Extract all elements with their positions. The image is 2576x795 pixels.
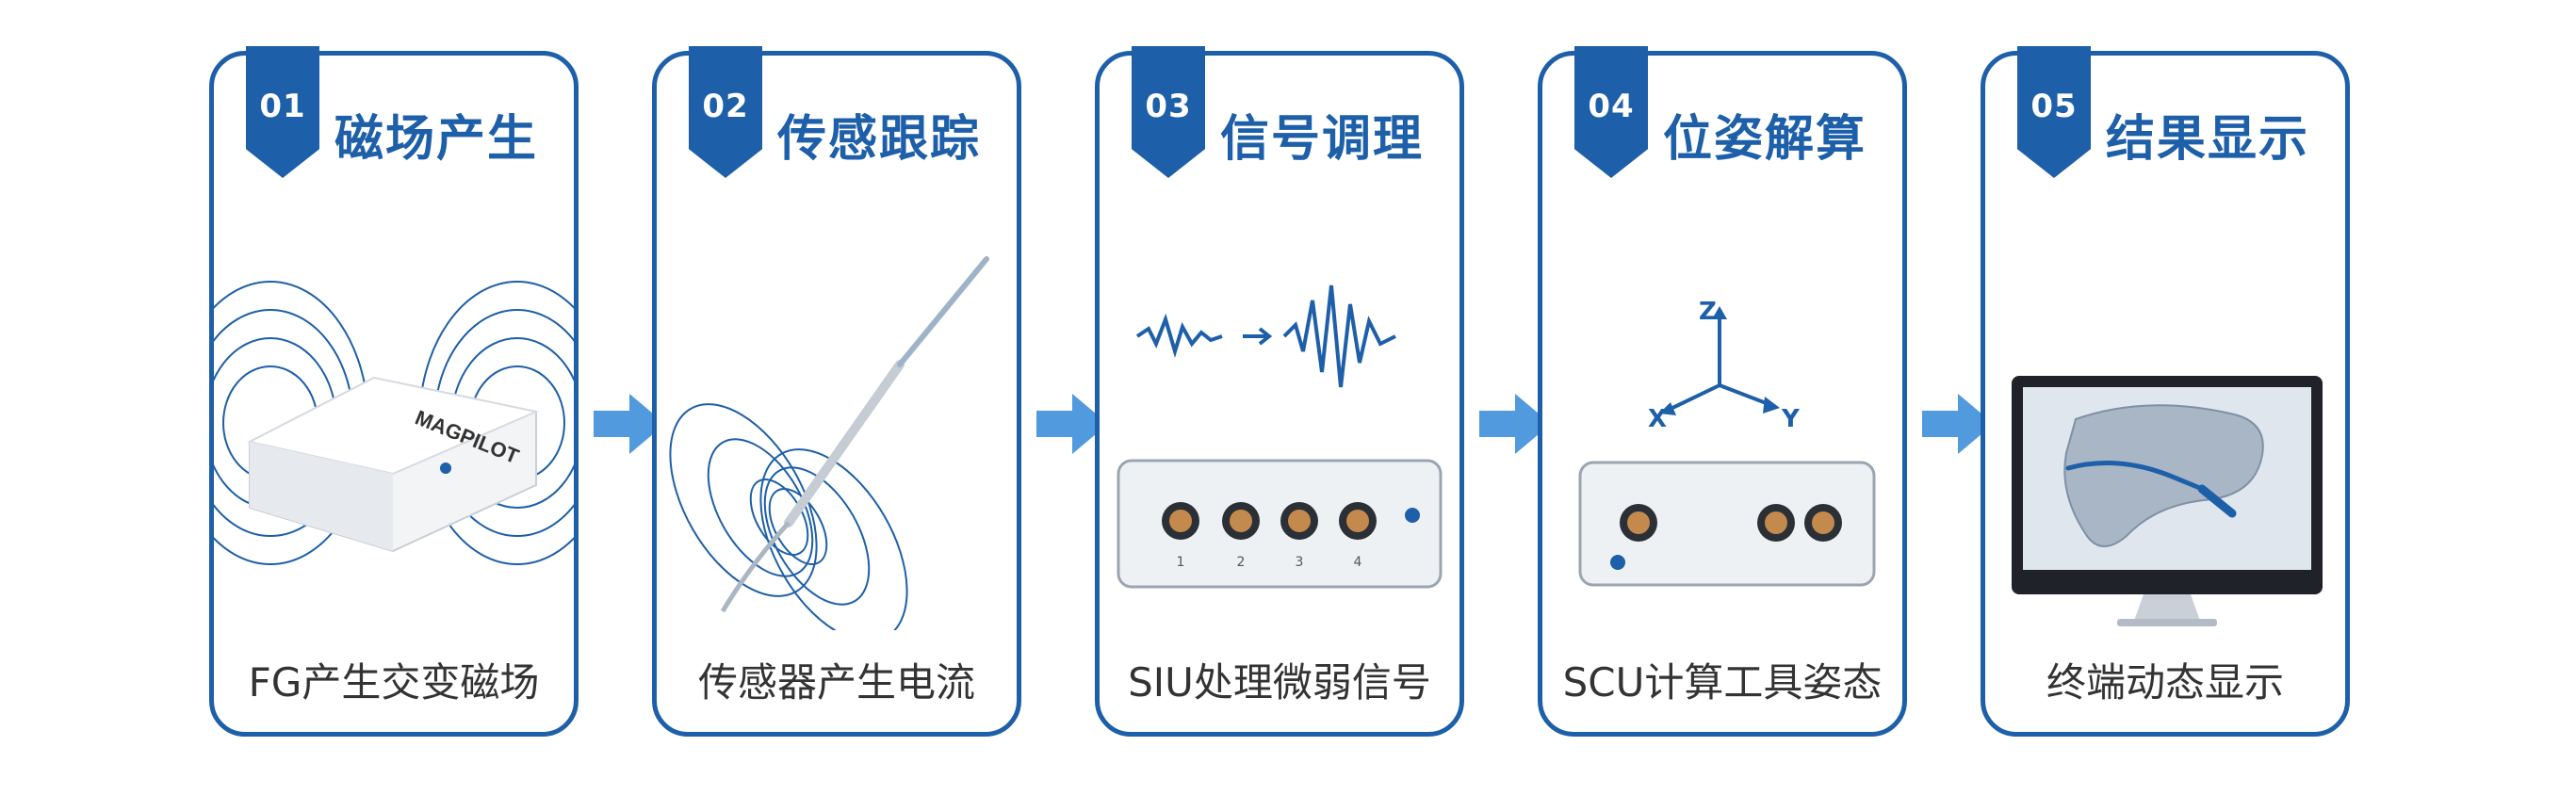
step-title: 磁场产生 (334, 111, 539, 168)
step-caption: SIU处理微弱信号 (1128, 659, 1431, 706)
flow-arrow-icon (1479, 394, 1551, 454)
port-label: 3 (1296, 555, 1304, 570)
status-led-icon (1405, 508, 1420, 523)
step-title: 传感跟踪 (777, 111, 982, 168)
step-number-badge: 05 (2017, 46, 2091, 178)
step-caption: 传感器产生电流 (697, 659, 975, 706)
step-title: 信号调理 (1220, 111, 1425, 168)
sensor-needle-icon (669, 256, 989, 630)
signal-unit-icon: 1 2 3 4 (1117, 284, 1443, 589)
field-generator-icon: MAGPILOT (214, 281, 574, 565)
port-label: 2 (1237, 555, 1246, 570)
step-number-badge: 02 (689, 46, 762, 178)
step-caption: FG产生交变磁场 (248, 659, 540, 706)
control-unit-icon: Z X Y (1578, 298, 1876, 587)
step-number-badge: 01 (246, 46, 319, 178)
axis-z-label: Z (1699, 298, 1717, 326)
port-label: 4 (1354, 555, 1362, 570)
flow-arrow-icon (594, 394, 665, 454)
monitor-icon (2012, 376, 2323, 626)
weak-signal-wave (1135, 313, 1223, 358)
step-number-badge: 03 (1132, 46, 1205, 178)
step-title: 结果显示 (2106, 111, 2310, 168)
step-title: 位姿解算 (1663, 111, 1867, 168)
step-caption: SCU计算工具姿态 (1562, 659, 1883, 706)
step-card-1: 01 磁场产生 MAGPILOT FG产生交变磁场 (209, 46, 579, 737)
port-row (1162, 502, 1377, 540)
step-card-5: 05 结果显示 终端动态显示 (1981, 46, 2350, 737)
flow-arrow-icon (1036, 394, 1108, 454)
step-card-2: 02 传感跟踪 传感器产生电流 (652, 46, 1021, 737)
step-card-3: 03 信号调理 1 2 3 4 SIU处理微弱信号 (1095, 46, 1464, 737)
status-led-icon (1610, 555, 1625, 570)
axis-y-label: Y (1781, 405, 1801, 433)
step-card-4: 04 位姿解算 Z X Y SCU计算工具姿态 (1538, 46, 1907, 737)
flow-arrow-icon (1922, 394, 1994, 454)
port-label: 1 (1177, 555, 1185, 570)
axis-x-label: X (1648, 405, 1667, 433)
axes-icon (1659, 306, 1780, 415)
step-caption: 终端动态显示 (2046, 659, 2284, 706)
step-number-badge: 04 (1574, 46, 1648, 178)
amplified-signal-wave (1282, 284, 1396, 388)
